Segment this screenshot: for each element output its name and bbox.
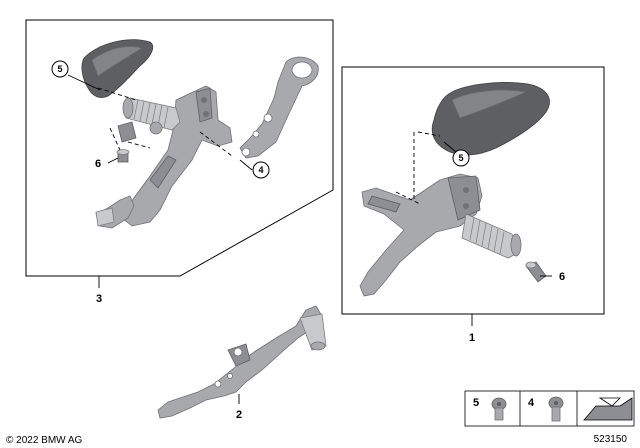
brake-lever-group: 2: [157, 305, 327, 421]
assembly-1-frame: [341, 66, 605, 315]
callout-5-label-left: 5: [57, 64, 62, 74]
callout-1-label: 1: [469, 332, 475, 344]
legend-label-4: 4: [528, 397, 535, 409]
rearset-bracket-left: [121, 85, 233, 227]
legend-label-5: 5: [473, 397, 479, 409]
legend-screw-4: [548, 396, 564, 422]
callout-3-label: 3: [96, 293, 102, 305]
assembly-3-frame: [25, 19, 334, 277]
assembly-1-group: 5 6 1: [341, 66, 605, 344]
callout-2-label: 2: [236, 409, 242, 421]
bolt-6-left: [116, 149, 130, 163]
hardware-legend: 5 4: [464, 390, 635, 427]
copyright-text: © 2022 BMW AG: [6, 435, 83, 446]
heel-guard-right: [431, 82, 550, 156]
callout-6-label-left: 6: [95, 158, 101, 170]
linkage-bracket-4: [239, 56, 319, 159]
legend-screw-5: [491, 397, 507, 421]
callout-5-circle-left: [51, 60, 69, 78]
callout-5-circle-right: [452, 149, 470, 167]
heel-guard-left: [81, 39, 154, 98]
callout-4-circle: [252, 161, 270, 179]
legend-box: [464, 390, 635, 427]
callout-5-label-right: 5: [458, 153, 463, 163]
callout-6-label-right: 6: [559, 271, 565, 283]
assembly-3-group: 5 6 4 3: [25, 19, 334, 305]
diagram-number: 523150: [594, 434, 628, 445]
bolt-6-right: [525, 261, 547, 283]
spacer-part: [117, 121, 137, 143]
callout-4-label: 4: [258, 165, 263, 175]
next-view-arrow-icon: [583, 397, 633, 421]
